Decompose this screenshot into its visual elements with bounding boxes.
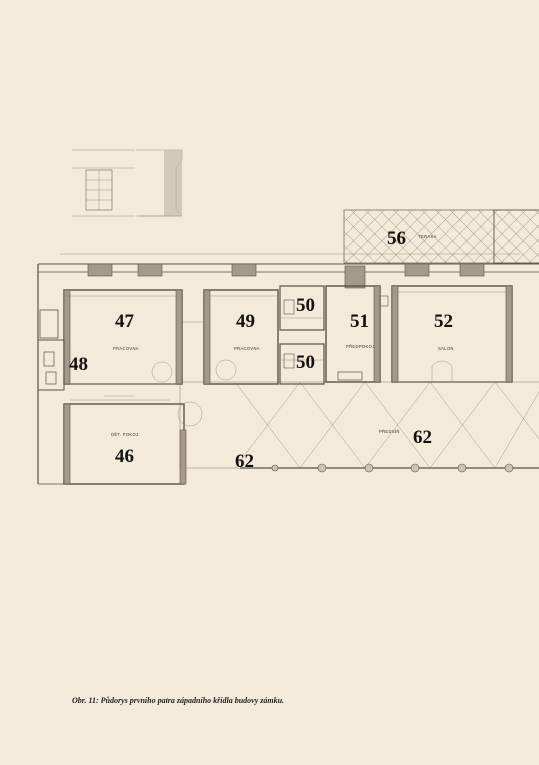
figure-caption: Obr. 11: Půdorys prvního patra západního… [72,696,285,705]
room-number-46: 46 [115,446,134,467]
room-number-56: 56 [387,228,406,249]
room-51 [325,285,381,383]
room-number-50-upper: 50 [296,295,315,316]
room-number-49: 49 [236,311,255,332]
room-49 [182,289,279,385]
room-50-lower [279,343,325,385]
room-label-52: SALON [438,346,454,351]
room-number-47: 47 [115,311,135,332]
room-number-62-left: 62 [235,451,254,472]
room-46 [63,395,203,485]
room-48 [37,309,65,391]
room-label-56: TERASA [418,234,437,239]
outer-walls [37,263,539,485]
room-number-52: 52 [434,311,453,332]
room-label-62: PŘEDSÍŇ [379,429,400,434]
room-number-51: 51 [350,311,369,332]
dimension-lines [60,253,520,401]
room-52 [379,285,513,383]
corridor-grid [179,381,539,473]
window-detail-drawing [72,149,183,217]
room-label-47: PRACOVNA [113,346,139,351]
room-label-51: PŘEDPOKOJ [346,344,375,349]
room-label-49: PRACOVNA [234,346,260,351]
room-number-62-right: 62 [413,427,432,448]
room-number-48: 48 [69,354,88,375]
room-label-46: DĚT. POKOJ [111,432,138,437]
room-47 [63,289,183,385]
room-number-50-lower: 50 [296,352,315,373]
terrace-area [343,209,539,264]
room-50-upper [279,285,325,331]
